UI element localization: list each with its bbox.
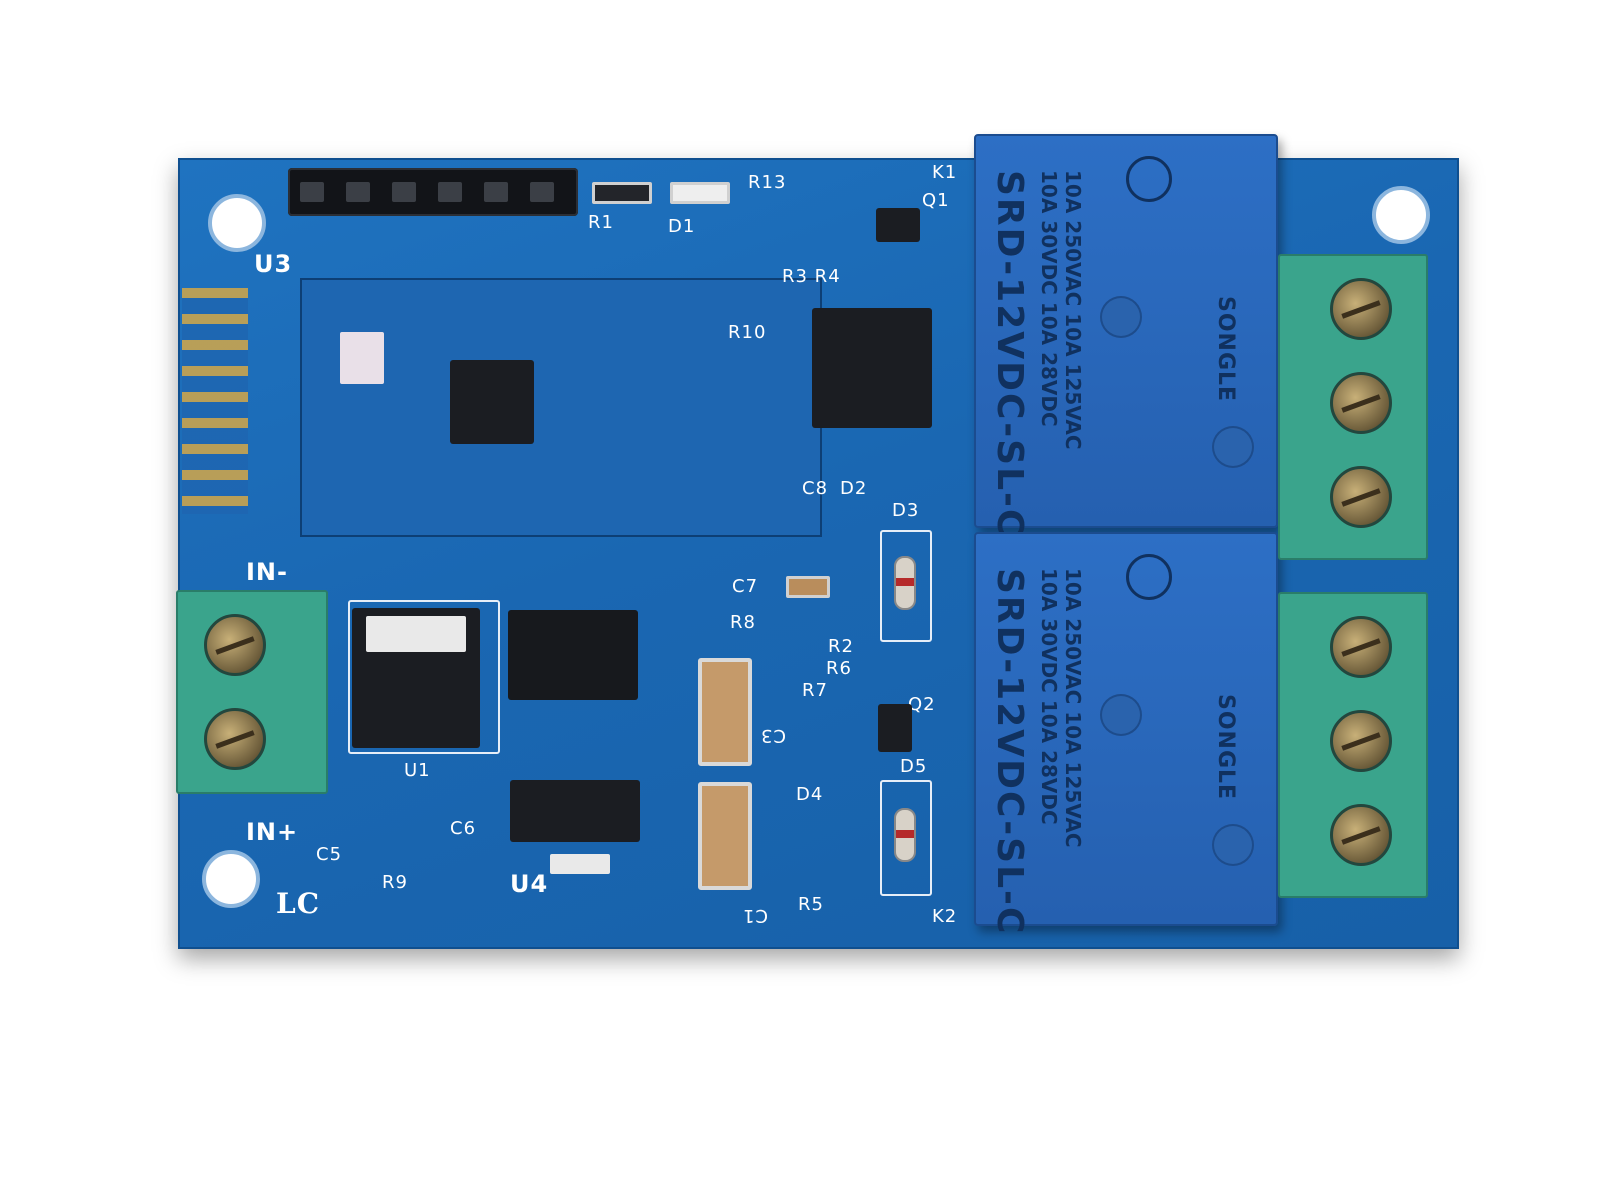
label-d1: D1: [668, 216, 696, 237]
label-u1: U1: [404, 760, 431, 781]
label-in-minus: IN-: [246, 558, 288, 586]
relay-module-board: U3 R1 D1 R13 Q1 K1 R3 R4 R10 C8 D2 D3 C7…: [176, 134, 1459, 949]
driver-ic: [812, 308, 932, 428]
label-c6: C6: [450, 818, 477, 839]
label-r3-r4: R3 R4: [782, 266, 841, 287]
bluetooth-chip: [450, 360, 534, 444]
regulator-tab: [550, 854, 610, 874]
label-d4: D4: [796, 784, 824, 805]
label-c1: C1: [742, 905, 769, 926]
relay-indicator-dot: [1100, 694, 1142, 736]
terminal-screw[interactable]: [204, 614, 266, 676]
relay-rating-line2: 10A 30VDC 10A 28VDC: [1037, 568, 1061, 825]
transistor-q2: [878, 704, 912, 752]
label-r6: R6: [826, 658, 852, 679]
terminal-screw[interactable]: [1330, 616, 1392, 678]
label-r9: R9: [382, 872, 408, 893]
cqc-logo-icon: [1126, 554, 1172, 600]
relay-k1: SRD-12VDC-SL-C 10A 250VAC 10A 125VAC 10A…: [974, 134, 1278, 537]
jumper-header[interactable]: [508, 610, 638, 700]
header-pin: [392, 182, 416, 202]
relay-indicator-dot: [1212, 426, 1254, 468]
regulator-outline: [348, 600, 500, 754]
power-input-terminal[interactable]: [176, 590, 328, 794]
relay-rating-line2: 10A 30VDC 10A 28VDC: [1037, 170, 1061, 427]
label-u4: U4: [510, 870, 549, 898]
relay-model-text: SRD-12VDC-SL-C: [989, 568, 1030, 936]
label-c3: C3: [760, 725, 787, 746]
relay-model-text: SRD-12VDC-SL-C: [989, 170, 1030, 538]
relay-brand-text: SONGLE: [1213, 694, 1238, 801]
relay-output-terminal-k2[interactable]: [1278, 592, 1428, 898]
header-pin: [484, 182, 508, 202]
relay-output-terminal-k1[interactable]: [1278, 254, 1428, 560]
capacitor-c1: [698, 782, 752, 890]
terminal-screw[interactable]: [1330, 372, 1392, 434]
terminal-screw[interactable]: [1330, 710, 1392, 772]
relay-indicator-dot: [1100, 296, 1142, 338]
label-r8: R8: [730, 612, 756, 633]
flyback-diode-d3: [894, 556, 916, 610]
cqc-logo-icon: [1126, 156, 1172, 202]
diode-d5-outline: [880, 780, 932, 896]
diode-d3-outline: [880, 530, 932, 642]
voltage-regulator-u1: [352, 608, 480, 748]
relay-indicator-dot: [1212, 824, 1254, 866]
header-pin: [346, 182, 370, 202]
label-c7: C7: [732, 576, 759, 597]
relay-rating-line1: 10A 250VAC 10A 125VAC: [1061, 568, 1085, 848]
terminal-screw[interactable]: [1330, 466, 1392, 528]
pcb-antenna-icon: [182, 288, 248, 514]
label-lc: LC: [276, 887, 320, 920]
pin-header: [288, 168, 578, 216]
transistor-q1: [876, 208, 920, 242]
led-d1: [670, 182, 730, 204]
label-r5: R5: [798, 894, 824, 915]
label-u3: U3: [254, 250, 293, 278]
relay-k2: SRD-12VDC-SL-C 10A 250VAC 10A 125VAC 10A…: [974, 532, 1278, 935]
terminal-screw[interactable]: [204, 708, 266, 770]
label-in-plus: IN+: [246, 818, 299, 846]
terminal-screw[interactable]: [1330, 804, 1392, 866]
terminal-screw[interactable]: [1330, 278, 1392, 340]
relay-brand-text: SONGLE: [1213, 296, 1238, 403]
header-pin: [530, 182, 554, 202]
label-r7: R7: [802, 680, 828, 701]
capacitor-c7: [786, 576, 830, 598]
mounting-hole-top-right: [1372, 186, 1430, 244]
crystal: [340, 332, 384, 384]
bluetooth-module: [300, 278, 822, 537]
header-pin: [300, 182, 324, 202]
label-k1: K1: [932, 162, 958, 183]
flyback-diode-d5: [894, 808, 916, 862]
label-r13: R13: [748, 172, 787, 193]
mounting-hole-bottom-left: [202, 850, 260, 908]
header-pin: [438, 182, 462, 202]
label-c8: C8: [802, 478, 829, 499]
regulator-u4: [510, 780, 640, 874]
label-r1: R1: [588, 212, 614, 233]
label-k2: K2: [932, 906, 958, 927]
capacitor-c3: [698, 658, 752, 766]
label-d5: D5: [900, 756, 928, 777]
label-r2: R2: [828, 636, 854, 657]
label-r10: R10: [728, 322, 767, 343]
label-d3: D3: [892, 500, 920, 521]
label-q2: Q2: [908, 694, 936, 715]
relay-rating-line1: 10A 250VAC 10A 125VAC: [1061, 170, 1085, 450]
label-c5: C5: [316, 844, 343, 865]
label-q1: Q1: [922, 190, 950, 211]
mounting-hole-top-left: [208, 194, 266, 252]
label-d2: D2: [840, 478, 868, 499]
regulator-tab: [366, 616, 466, 652]
resistor-r1: [592, 182, 652, 204]
